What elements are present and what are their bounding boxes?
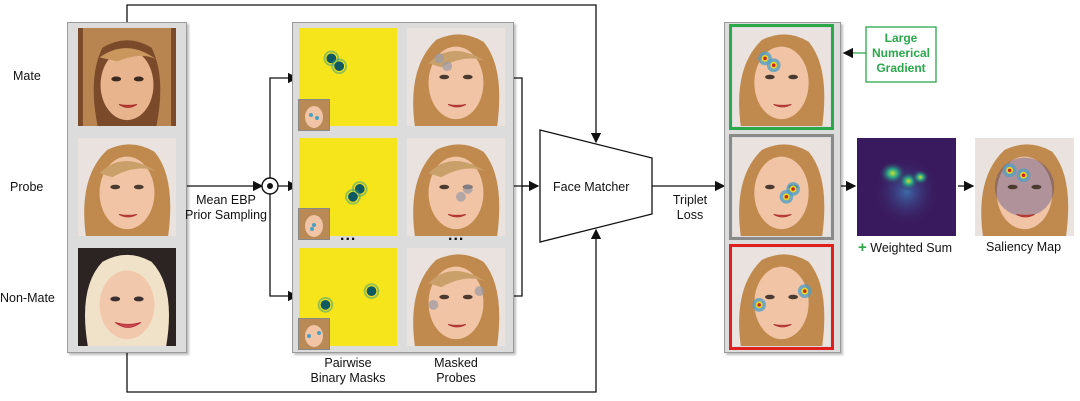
masks-caption-line1: Pairwise — [324, 356, 372, 370]
mask-thumbnail-2 — [298, 208, 330, 240]
gradient-callout-line3: Gradient — [876, 61, 926, 75]
saliency-map-image — [975, 138, 1074, 236]
mask-thumbnail-1 — [298, 99, 330, 131]
saliency-overlay-3 — [733, 248, 830, 346]
plus-icon: + — [858, 239, 867, 256]
mask-ellipsis: ... — [340, 227, 357, 244]
saliency-frame-red — [729, 244, 834, 350]
masks-caption: Pairwise Binary Masks — [296, 356, 400, 386]
triplet-loss-label: Triplet Loss — [662, 193, 718, 223]
gradient-callout-line1: Large — [884, 31, 918, 45]
nonmate-face-image — [78, 248, 176, 346]
masked-probe-2 — [407, 138, 505, 236]
face-matcher-block — [539, 129, 653, 243]
gradient-callout-box — [865, 26, 937, 83]
label-mate: Mate — [13, 69, 41, 83]
gradient-callout-line2: Numerical — [871, 46, 931, 60]
weighted-sum-label: + Weighted Sum — [858, 240, 952, 256]
saliency-frame-green — [729, 24, 834, 130]
label-nonmate: Non-Mate — [0, 291, 55, 305]
sampling-label-line2: Prior Sampling — [185, 208, 267, 222]
masked-probe-3 — [407, 248, 505, 346]
masks-caption-line2: Binary Masks — [310, 371, 386, 385]
triplet-loss-line2: Loss — [676, 208, 704, 222]
probes-caption-line2: Probes — [436, 371, 476, 385]
saliency-overlay-2 — [733, 138, 830, 236]
mask-thumbnail-3 — [298, 318, 330, 350]
triplet-loss-line1: Triplet — [672, 193, 708, 207]
probes-caption-line1: Masked — [434, 356, 478, 370]
weighted-sum-heatmap — [857, 138, 956, 236]
label-probe: Probe — [10, 180, 44, 194]
weighted-sum-text: Weighted Sum — [870, 241, 953, 255]
saliency-map-label: Saliency Map — [986, 240, 1062, 254]
probes-caption: Masked Probes — [404, 356, 508, 386]
probe-face-image — [78, 138, 176, 236]
mate-face-image — [78, 28, 176, 126]
saliency-frame-gray — [729, 134, 834, 240]
saliency-overlay-1 — [733, 28, 830, 126]
face-matcher-label: Face Matcher — [553, 180, 630, 194]
gradient-callout: Large Numerical Gradient — [866, 31, 936, 76]
sampling-label-line1: Mean EBP — [196, 193, 256, 207]
probe-ellipsis: ... — [448, 227, 465, 244]
masked-probe-1 — [407, 28, 505, 126]
sampling-label: Mean EBP Prior Sampling — [184, 193, 268, 223]
